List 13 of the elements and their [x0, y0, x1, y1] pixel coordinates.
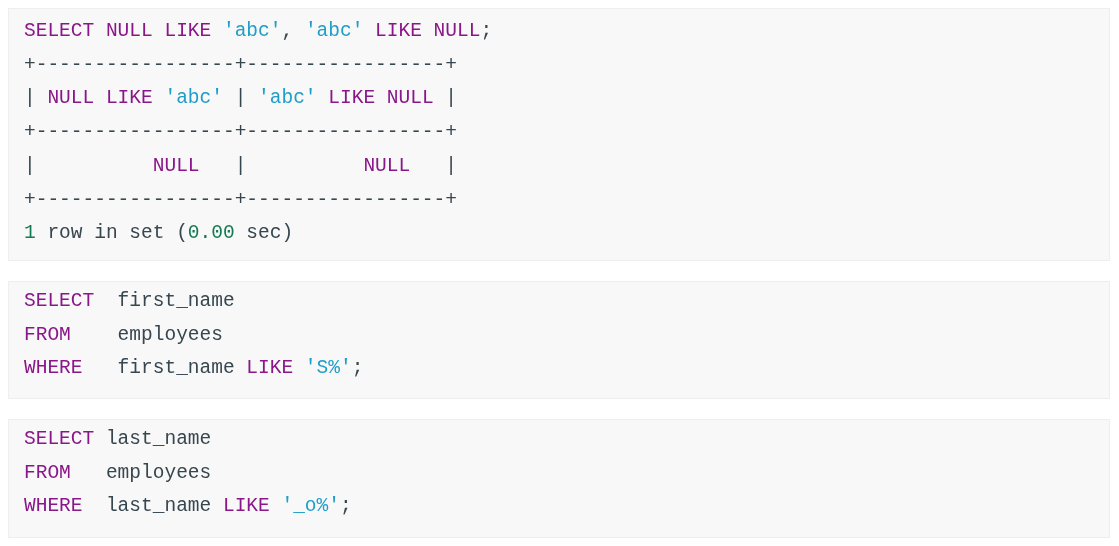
code-line: | NULL LIKE 'abc' | 'abc' LIKE NULL | — [24, 86, 457, 111]
code-line: FROM employees — [24, 322, 223, 347]
code-line: SELECT NULL LIKE 'abc', 'abc' LIKE NULL; — [24, 19, 493, 43]
code-line: +-----------------+-----------------+ — [24, 52, 457, 77]
code-line: | NULL | NULL | — [24, 153, 457, 178]
code-line: 1 row in set (0.00 sec) — [24, 221, 294, 246]
code-line: WHERE last_name LIKE '_o%'; — [24, 494, 352, 519]
code-line: +-----------------+-----------------+ — [24, 187, 457, 212]
code-line: FROM employees — [24, 460, 212, 485]
code-line: SELECT last_name — [24, 427, 212, 451]
code-line: +-----------------+-----------------+ — [24, 120, 457, 145]
code-line: WHERE first_name LIKE 'S%'; — [24, 356, 364, 381]
code-line: SELECT first_name — [24, 289, 235, 313]
